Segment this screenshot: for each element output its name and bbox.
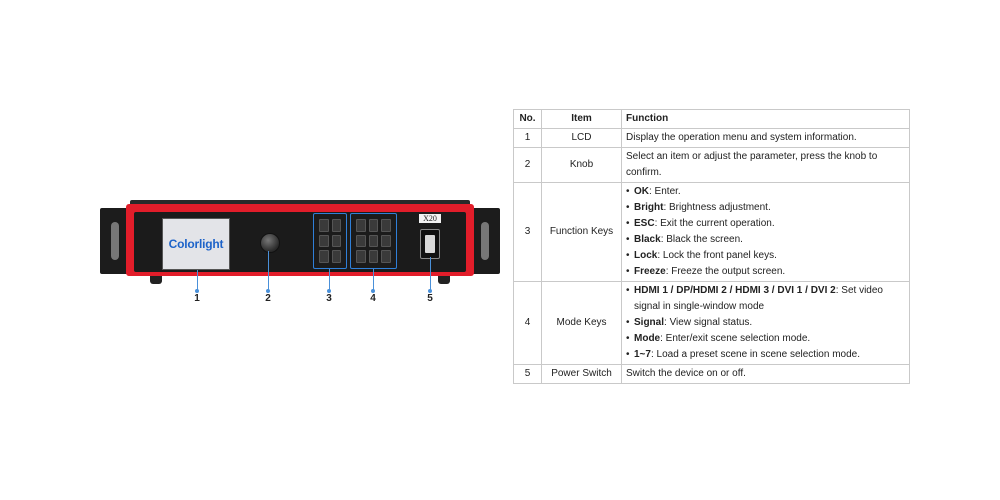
callout-dot-3 bbox=[327, 289, 331, 293]
bullet-term: ESC bbox=[634, 218, 655, 229]
bullet-term: HDMI 1 / DP/HDMI 2 / HDMI 3 / DVI 1 / DV… bbox=[634, 285, 836, 296]
callout-dot-4 bbox=[371, 289, 375, 293]
bullet-desc: : Load a preset scene in scene selection… bbox=[650, 349, 860, 360]
callout-dot-2 bbox=[266, 289, 270, 293]
bullet-desc: : Freeze the output screen. bbox=[665, 266, 786, 277]
function-key bbox=[331, 250, 341, 263]
list-item: Signal: View signal status. bbox=[626, 315, 905, 331]
bullet-desc: : Lock the front panel keys. bbox=[657, 250, 777, 261]
callout-dot-5 bbox=[428, 289, 432, 293]
callout-dot-1 bbox=[195, 289, 199, 293]
bullet-term: Freeze bbox=[634, 266, 666, 277]
function-table: No. Item Function 1 LCD Display the oper… bbox=[513, 109, 910, 384]
bullet-term: Mode bbox=[634, 333, 661, 344]
callout-line-2 bbox=[268, 251, 269, 292]
list-item: HDMI 1 / DP/HDMI 2 / HDMI 3 / DVI 1 / DV… bbox=[626, 283, 905, 315]
bullet-term: Signal bbox=[634, 317, 665, 328]
callout-number-2: 2 bbox=[265, 293, 271, 304]
row-item: Function Keys bbox=[541, 182, 622, 282]
device-foot bbox=[150, 276, 162, 284]
table-row: 5 Power Switch Switch the device on or o… bbox=[513, 364, 910, 384]
bullet-term: OK bbox=[634, 186, 649, 197]
rack-ear-right bbox=[470, 208, 500, 274]
header-function: Function bbox=[621, 109, 910, 129]
callout-line-1 bbox=[197, 270, 198, 292]
header-no: No. bbox=[513, 109, 542, 129]
row-item: Power Switch bbox=[541, 364, 622, 384]
function-keys bbox=[313, 213, 347, 269]
bullet-desc: : Enter/exit scene selection mode. bbox=[660, 333, 811, 344]
row-function: HDMI 1 / DP/HDMI 2 / HDMI 3 / DVI 1 / DV… bbox=[621, 281, 910, 365]
mode-keys bbox=[350, 213, 397, 269]
table-row: 1 LCD Display the operation menu and sys… bbox=[513, 128, 910, 148]
mode-key bbox=[356, 234, 366, 248]
table-header-row: No. Item Function bbox=[513, 109, 910, 129]
callout-line-3 bbox=[329, 269, 330, 292]
callout-number-1: 1 bbox=[194, 293, 200, 304]
header-item: Item bbox=[541, 109, 622, 129]
bullet-term: Black bbox=[634, 234, 661, 245]
bullet-desc: : Exit the current operation. bbox=[654, 218, 775, 229]
row-no: 3 bbox=[513, 182, 542, 282]
bullet-desc: : Set video signal in single-window mode bbox=[634, 285, 883, 312]
knob-control bbox=[260, 233, 280, 253]
mode-key bbox=[368, 219, 379, 232]
device-illustration: Colorlight X20 bbox=[100, 196, 500, 286]
callout-line-4 bbox=[373, 269, 374, 292]
function-key bbox=[319, 219, 329, 232]
list-item: Lock: Lock the front panel keys. bbox=[626, 248, 905, 264]
bullet-desc: : View signal status. bbox=[664, 317, 753, 328]
device-foot bbox=[438, 276, 450, 284]
table-row: 3 Function Keys OK: Enter. Bright: Brigh… bbox=[513, 182, 910, 282]
rack-ear-left bbox=[100, 208, 130, 274]
list-item: Freeze: Freeze the output screen. bbox=[626, 264, 905, 280]
bullet-desc: : Brightness adjustment. bbox=[663, 202, 771, 213]
callout-number-4: 4 bbox=[370, 293, 376, 304]
row-no: 1 bbox=[513, 128, 542, 148]
row-function: Select an item or adjust the parameter, … bbox=[621, 147, 910, 183]
function-key bbox=[319, 234, 329, 248]
mode-key bbox=[381, 234, 391, 248]
list-item: Mode: Enter/exit scene selection mode. bbox=[626, 331, 905, 347]
lcd-screen: Colorlight bbox=[162, 218, 230, 270]
table-row: 4 Mode Keys HDMI 1 / DP/HDMI 2 / HDMI 3 … bbox=[513, 281, 910, 365]
table-row: 2 Knob Select an item or adjust the para… bbox=[513, 147, 910, 183]
mode-key bbox=[356, 219, 366, 232]
bullet-desc: : Black the screen. bbox=[660, 234, 743, 245]
list-item: OK: Enter. bbox=[626, 184, 905, 200]
list-item: Black: Black the screen. bbox=[626, 232, 905, 248]
list-item: Bright: Brightness adjustment. bbox=[626, 200, 905, 216]
row-item: LCD bbox=[541, 128, 622, 148]
bullet-term: Lock bbox=[634, 250, 658, 261]
mode-key bbox=[368, 250, 379, 263]
lcd-logo: Colorlight bbox=[168, 237, 224, 251]
row-no: 5 bbox=[513, 364, 542, 384]
row-item: Knob bbox=[541, 147, 622, 183]
model-label: X20 bbox=[419, 214, 441, 223]
mode-key bbox=[368, 234, 379, 248]
function-key bbox=[331, 219, 341, 232]
row-no: 2 bbox=[513, 147, 542, 183]
callout-number-5: 5 bbox=[427, 293, 433, 304]
row-no: 4 bbox=[513, 281, 542, 365]
bullet-desc: : Enter. bbox=[649, 186, 681, 197]
mode-key bbox=[381, 219, 391, 232]
bullet-term: 1~7 bbox=[634, 349, 651, 360]
list-item: ESC: Exit the current operation. bbox=[626, 216, 905, 232]
list-item: 1~7: Load a preset scene in scene select… bbox=[626, 347, 905, 363]
callout-line-5 bbox=[430, 257, 431, 292]
bullet-term: Bright bbox=[634, 202, 664, 213]
row-item: Mode Keys bbox=[541, 281, 622, 365]
function-key bbox=[331, 234, 341, 248]
row-function: Display the operation menu and system in… bbox=[621, 128, 910, 148]
mode-key bbox=[356, 250, 366, 263]
mode-key bbox=[381, 250, 391, 263]
row-function: Switch the device on or off. bbox=[621, 364, 910, 384]
row-function: OK: Enter. Bright: Brightness adjustment… bbox=[621, 182, 910, 282]
mode-key-list: HDMI 1 / DP/HDMI 2 / HDMI 3 / DVI 1 / DV… bbox=[626, 283, 905, 363]
function-key bbox=[319, 250, 329, 263]
callout-number-3: 3 bbox=[326, 293, 332, 304]
power-switch bbox=[420, 229, 440, 259]
function-key-list: OK: Enter. Bright: Brightness adjustment… bbox=[626, 184, 905, 280]
